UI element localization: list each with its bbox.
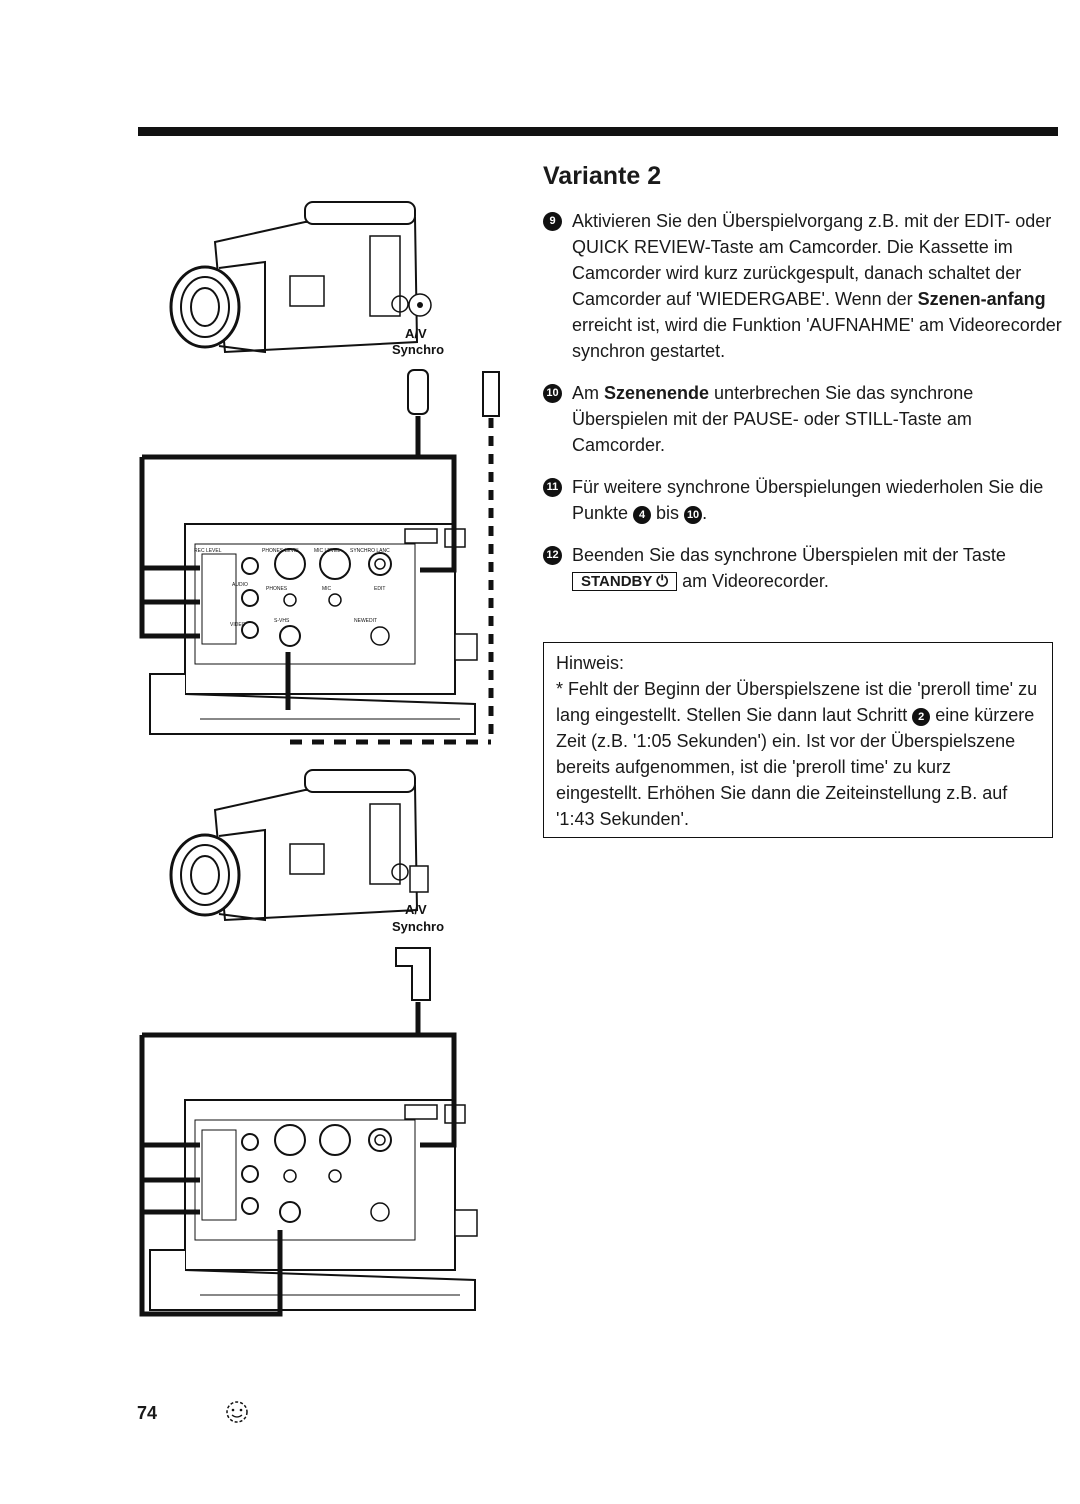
svg-text:S-VHS: S-VHS: [274, 618, 290, 624]
steps-list: 9 Aktivieren Sie den Überspielvorgang z.…: [543, 208, 1063, 610]
step-ref-badge: 4: [633, 506, 652, 524]
step-number-badge: 12: [543, 546, 562, 565]
svg-text:AUDIO: AUDIO: [232, 582, 248, 588]
standby-key-label: STANDBY ⏻: [572, 572, 678, 591]
header-rule: [138, 127, 1058, 136]
page-number: 74: [137, 1403, 158, 1423]
svg-text:VIDEO: VIDEO: [230, 622, 246, 628]
section-title: Variante 2: [543, 162, 662, 190]
svg-text:MIC LEVEL: MIC LEVEL: [314, 548, 340, 554]
step-item: 11 Für weitere synchrone Überspielungen …: [543, 474, 1063, 526]
svg-text:REC LEVEL: REC LEVEL: [194, 548, 222, 554]
step-ref-badge: 10: [684, 506, 703, 524]
smiley-icon: [226, 1401, 248, 1423]
note-label: Hinweis:: [556, 653, 625, 673]
av-label-top: A/V: [405, 326, 427, 341]
step-ref-badge: 2: [912, 708, 931, 726]
step-item: 9 Aktivieren Sie den Überspielvorgang z.…: [543, 208, 1063, 364]
svg-text:MIC: MIC: [322, 586, 332, 592]
step-number-badge: 10: [543, 384, 562, 403]
step-number-badge: 11: [543, 478, 562, 497]
synchro-label-bottom: Synchro: [392, 919, 444, 934]
svg-text:SYNCHRO LANC: SYNCHRO LANC: [350, 548, 390, 554]
step-number-badge: 9: [543, 212, 562, 231]
synchro-label-top: Synchro: [392, 342, 444, 357]
av-synchro-jack-icon-2: [409, 865, 429, 893]
connection-diagram: A/V Synchro REC LEVEL PHONES LEVEL MIC L…: [139, 200, 500, 1317]
note-box: Hinweis: * Fehlt der Beginn der Überspie…: [543, 642, 1053, 838]
svg-text:EDIT: EDIT: [374, 586, 385, 592]
svg-text:PHONES: PHONES: [266, 586, 288, 592]
svg-text:PHONES LEVEL: PHONES LEVEL: [262, 548, 300, 554]
step-item: 10 Am Szenenende unterbrechen Sie das sy…: [543, 380, 1063, 458]
note-text: * Fehlt der Beginn der Überspielszene is…: [556, 679, 1038, 829]
svg-text:NEWEDIT: NEWEDIT: [354, 618, 377, 624]
av-label-bottom: A/V: [405, 902, 427, 917]
step-item: 12 Beenden Sie das synchrone Überspielen…: [543, 542, 1063, 594]
